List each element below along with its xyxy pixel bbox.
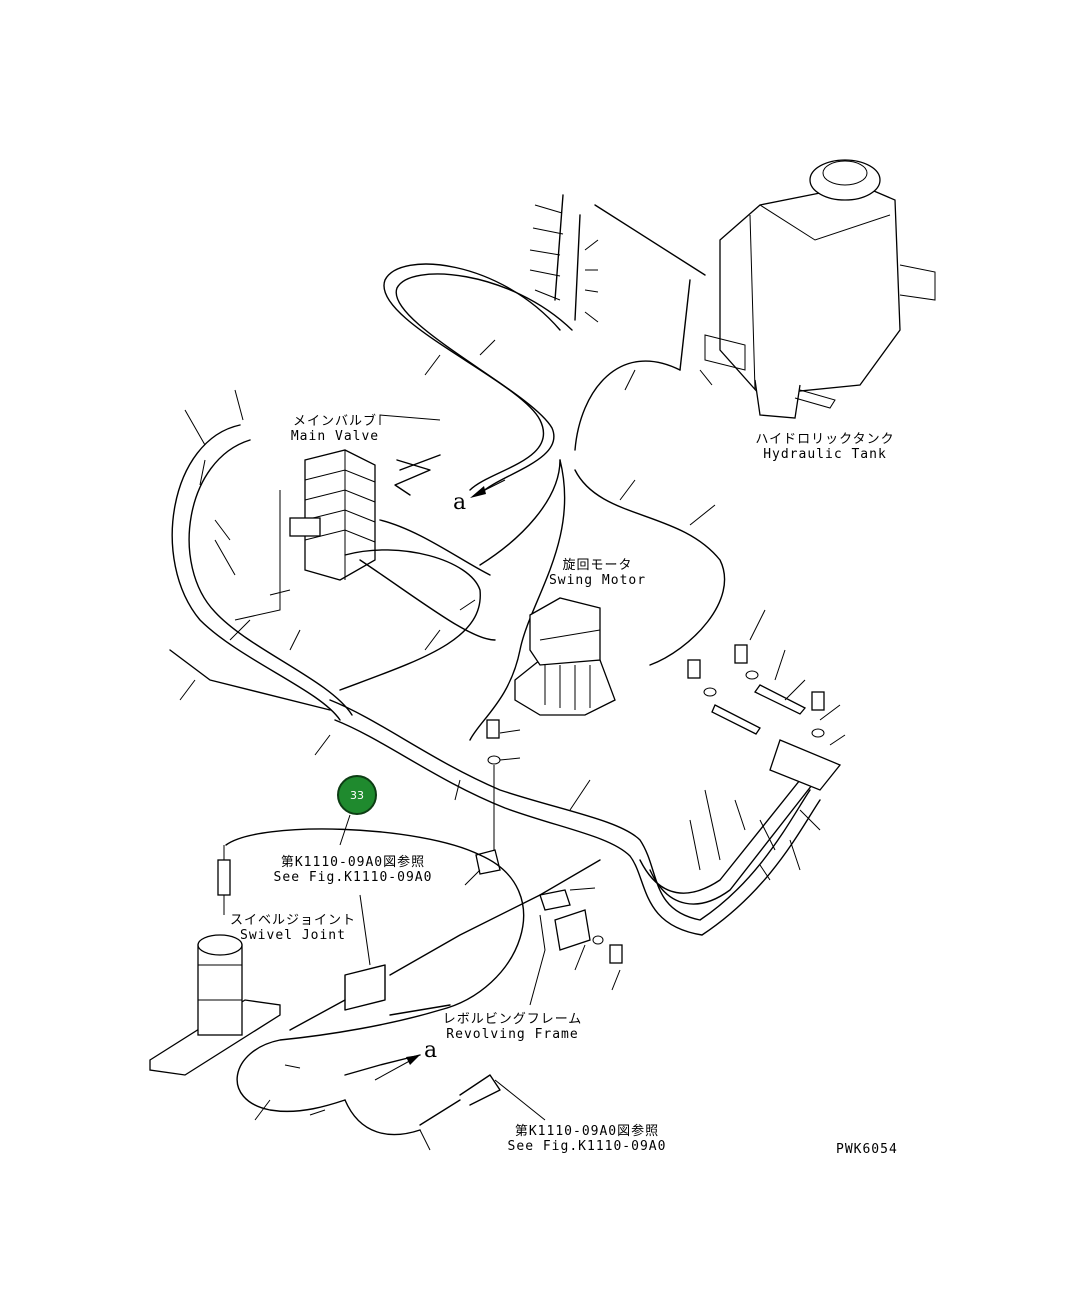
hydraulic-tank-label: ハイドロリックタンク Hydraulic Tank bbox=[750, 432, 900, 462]
upper-hose-loops bbox=[383, 194, 706, 496]
connector-a-upper: a bbox=[453, 490, 467, 515]
main-pipe-bundle bbox=[329, 459, 821, 936]
swing-motor-label-jp: 旋回モータ bbox=[562, 558, 633, 573]
hydraulic-tank-label-en: Hydraulic Tank bbox=[763, 447, 887, 462]
drawing-code: PWK6054 bbox=[836, 1142, 898, 1157]
main-valve-label: メインバルブ Main Valve bbox=[285, 414, 385, 444]
swivel-joint-label: スイベルジョイント Swivel Joint bbox=[228, 913, 358, 943]
swing-motor bbox=[514, 597, 616, 716]
reference-label-upper-jp: 第K1110-09A0図参照 bbox=[280, 855, 426, 870]
callout-badge[interactable]: 33 bbox=[337, 775, 377, 815]
reference-label-lower: 第K1110-09A0図参照 See Fig.K1110-09A0 bbox=[502, 1124, 672, 1154]
leader-lines bbox=[179, 204, 846, 1151]
swivel-joint-label-jp: スイベルジョイント bbox=[229, 913, 356, 928]
revolving-frame-label-en: Revolving Frame bbox=[446, 1027, 579, 1042]
reference-label-upper: 第K1110-09A0図参照 See Fig.K1110-09A0 bbox=[268, 855, 438, 885]
lower-left-piping bbox=[225, 828, 601, 1136]
revolving-frame-bracket bbox=[539, 889, 623, 964]
revolving-frame-label-jp: レボルビングフレーム bbox=[442, 1012, 583, 1027]
connector-a-lower: a bbox=[424, 1038, 438, 1063]
reference-label-upper-en: See Fig.K1110-09A0 bbox=[273, 870, 433, 885]
reference-label-lower-en: See Fig.K1110-09A0 bbox=[507, 1139, 667, 1154]
swivel-joint bbox=[149, 845, 281, 1076]
hydraulic-tank bbox=[704, 159, 936, 419]
hydraulic-tank-label-jp: ハイドロリックタンク bbox=[755, 432, 895, 447]
right-fittings bbox=[687, 644, 842, 791]
main-valve bbox=[289, 449, 376, 581]
connection-arrows bbox=[374, 479, 506, 1081]
main-valve-label-jp: メインバルブ bbox=[292, 414, 377, 429]
swing-motor-label-en: Swing Motor bbox=[548, 573, 647, 588]
swing-motor-label: 旋回モータ Swing Motor bbox=[545, 558, 650, 588]
main-valve-label-en: Main Valve bbox=[290, 429, 380, 444]
revolving-frame-label: レボルビングフレーム Revolving Frame bbox=[440, 1012, 585, 1042]
reference-label-lower-jp: 第K1110-09A0図参照 bbox=[514, 1124, 660, 1139]
main-valve-hoses bbox=[169, 424, 561, 721]
swivel-joint-label-en: Swivel Joint bbox=[240, 928, 346, 943]
